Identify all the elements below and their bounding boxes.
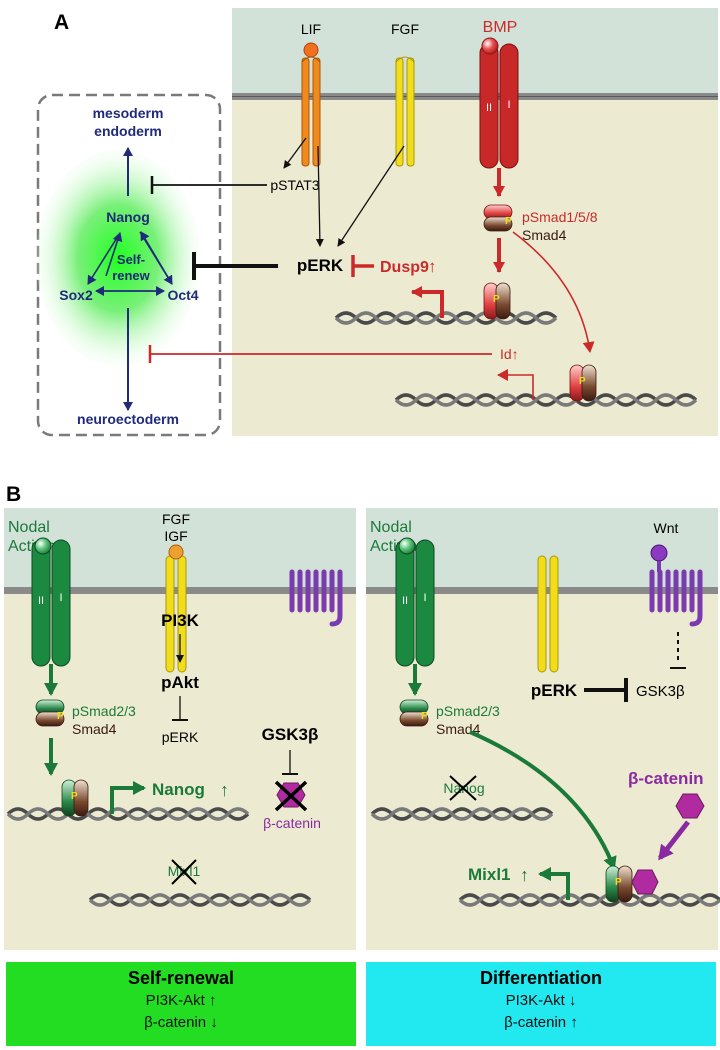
- right-fgf-receptor: [537, 555, 559, 673]
- panel-a-letter: A: [54, 11, 69, 34]
- smad-on-dna-1-p: P: [493, 294, 500, 305]
- left-beta-catenin-label: β-catenin: [263, 815, 321, 831]
- left-fgf-igf-receptor: [165, 544, 187, 673]
- differentiation-title: Differentiation: [479, 968, 602, 988]
- right-receptor-i: I: [423, 592, 426, 604]
- panel-b-letter: B: [6, 483, 21, 506]
- right-dna-strand-2: [458, 893, 720, 907]
- green-glow: [36, 150, 200, 366]
- right-wnt-label: Wnt: [654, 520, 679, 536]
- dusp9-transcription: [411, 286, 444, 318]
- smad-on-dna-1: [483, 282, 511, 320]
- left-igf-label: IGF: [164, 528, 187, 544]
- nanog-node: Nanog: [106, 209, 150, 225]
- bmp-label: BMP: [483, 19, 518, 36]
- left-psmad23-label: pSmad2/3: [72, 703, 136, 719]
- left-smad-on-dna-p: P: [71, 791, 78, 802]
- pstat3-label: pSTAT3: [270, 177, 319, 193]
- differentiation-line2: β-catenin ↑: [504, 1014, 578, 1031]
- right-mixl1-label: Mixl1: [468, 865, 511, 884]
- right-nanog-x: [449, 775, 477, 801]
- right-wnt-ligand: [650, 544, 668, 562]
- left-perk-label: pERK: [162, 729, 199, 745]
- right-perk-label: pERK: [531, 681, 578, 700]
- id-label: Id↑: [500, 346, 519, 362]
- left-smad-on-dna: [61, 779, 89, 817]
- right-psmad23-complex: [399, 699, 429, 727]
- right-gsk3b-label: GSK3β: [636, 683, 685, 700]
- right-smad-on-dna-p: P: [615, 877, 622, 888]
- left-psmad23-complex: [35, 699, 65, 727]
- self-renew-line2: renew: [112, 268, 150, 283]
- lif-receptor: [301, 42, 321, 167]
- dna-strand-a1: [334, 311, 558, 325]
- left-fgf-label: FGF: [162, 511, 190, 527]
- fate-endoderm: endoderm: [94, 123, 162, 139]
- right-psmad-p: P: [421, 711, 428, 722]
- bmp-receptor: [479, 37, 519, 169]
- right-frizzled-receptor: [649, 569, 703, 627]
- left-nodal-label: Nodal: [8, 519, 50, 536]
- fgf-receptor: [395, 56, 415, 167]
- network-arrows: [87, 231, 173, 296]
- left-receptor-ii: II: [38, 595, 44, 607]
- left-psmad-p: P: [57, 711, 64, 722]
- self-renewal-line2: β-catenin ↓: [144, 1014, 218, 1031]
- bmp-receptor-i: I: [507, 99, 510, 111]
- left-smad4-label: Smad4: [72, 721, 117, 737]
- self-renewal-box: [6, 962, 356, 1046]
- dna-strand-a2: [394, 393, 698, 407]
- dusp9-up: ↑: [428, 257, 437, 276]
- lif-label: LIF: [301, 21, 321, 37]
- left-beta-catenin-x: [274, 780, 308, 812]
- right-dna-strand-1: [370, 807, 554, 821]
- left-nodal-receptor: [31, 537, 71, 667]
- smad-on-dna-2: [569, 364, 597, 402]
- id-transcription: [497, 369, 534, 400]
- fate-mesoderm: mesoderm: [93, 105, 164, 121]
- left-nanog-up: ↑: [220, 780, 229, 800]
- sox2-node: Sox2: [59, 287, 93, 303]
- smad4-label: Smad4: [522, 227, 567, 243]
- left-dna-strand-1: [6, 807, 250, 821]
- right-nodal-label: Nodal: [370, 519, 412, 536]
- differentiation-line1: PI3K-Akt ↓: [505, 992, 577, 1009]
- self-renew-line1: Self-: [117, 252, 145, 267]
- self-renewal-line1: PI3K-Akt ↑: [145, 992, 217, 1009]
- left-nanog-transcription: [110, 781, 146, 814]
- bmp-receptor-ii: II: [486, 102, 492, 114]
- right-beta-catenin-label: β-catenin: [628, 769, 704, 788]
- left-frizzled-receptor: [289, 569, 343, 627]
- oct4-node: Oct4: [167, 287, 198, 303]
- left-dna-strand-2: [88, 893, 312, 907]
- right-beta-catenin-hexagon: [675, 793, 705, 819]
- right-nodal-receptor: [395, 537, 435, 667]
- left-pakt-label: pAkt: [161, 673, 199, 692]
- left-receptor-i: I: [59, 592, 62, 604]
- left-mixl1-x: [171, 859, 197, 885]
- psmad-p: P: [505, 216, 512, 227]
- left-gsk3b-label: GSK3β: [262, 725, 319, 744]
- right-mixl1-up: ↑: [520, 865, 529, 885]
- left-pi3k-label: PI3K: [161, 611, 200, 630]
- fate-neuroectoderm: neuroectoderm: [77, 411, 179, 427]
- right-smad-catenin-on-dna: [605, 865, 659, 903]
- right-smad4-label: Smad4: [436, 721, 481, 737]
- perk-label: pERK: [297, 256, 344, 275]
- psmad158-label: pSmad1/5/8: [522, 209, 598, 225]
- bmp-ligand: [481, 37, 499, 55]
- dusp9-label: Dusp9: [380, 259, 429, 276]
- smad-on-dna-2-p: P: [579, 376, 586, 387]
- left-nanog-label: Nanog: [152, 780, 205, 799]
- right-mixl1-transcription: [538, 867, 570, 900]
- psmad158-complex: [483, 204, 513, 232]
- fgf-label: FGF: [391, 21, 419, 37]
- right-smad-to-dna: [469, 730, 617, 870]
- differentiation-box: [366, 962, 716, 1046]
- self-renewal-title: Self-renewal: [127, 968, 235, 988]
- lif-ligand: [303, 42, 319, 58]
- right-psmad23-label: pSmad2/3: [436, 703, 500, 719]
- right-receptor-ii: II: [402, 595, 408, 607]
